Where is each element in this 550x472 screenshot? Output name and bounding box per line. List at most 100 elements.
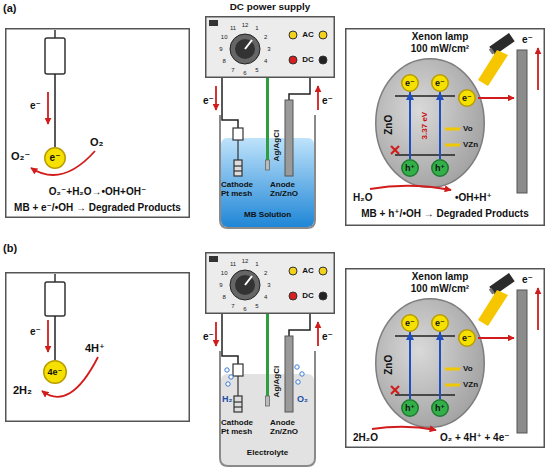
dial-number: 8 bbox=[217, 58, 231, 64]
excitation-arrow bbox=[439, 92, 441, 159]
power-supply-controls bbox=[319, 292, 327, 300]
inset-box-outline bbox=[6, 273, 190, 422]
dial-number: 9 bbox=[214, 282, 228, 288]
node-text: MB + e⁻/•OH → Degraded Products bbox=[7, 202, 188, 214]
electron-circle-outline bbox=[402, 75, 419, 92]
node-text: Cathode Pt mesh bbox=[221, 180, 263, 198]
recombination-block bbox=[391, 146, 399, 154]
node-text: Anode Zn/ZnO bbox=[270, 418, 314, 436]
photoanode-plate bbox=[517, 290, 527, 433]
cathode-electrode bbox=[45, 282, 65, 316]
zno-particle-outline bbox=[395, 394, 455, 396]
electron-circle-outline bbox=[459, 330, 476, 347]
node-text: MB + h⁺/•OH → Degraded Products bbox=[347, 208, 543, 220]
power-supply-outline bbox=[206, 17, 335, 78]
zno-particle-outline bbox=[395, 95, 455, 97]
node-text: Ag/AgCl bbox=[272, 129, 281, 161]
dial-number: 7 bbox=[226, 67, 240, 73]
inset-box-outline bbox=[346, 29, 545, 226]
inset-box: O₂⁻ O₂ O₂⁻+H₂O→•OH+OH⁻ MB + e⁻/•OH → Degrad… bbox=[5, 28, 190, 218]
gas-bubbles bbox=[229, 375, 233, 379]
inset-box-outline bbox=[6, 29, 190, 218]
carrier-symbol: e⁻ bbox=[401, 74, 419, 92]
hole-circle-outline bbox=[402, 400, 419, 417]
recombination-block bbox=[391, 386, 399, 394]
electron-circle: e⁻ bbox=[401, 74, 419, 92]
cathode-electrode bbox=[54, 74, 56, 147]
recombination-block bbox=[391, 146, 399, 154]
electron-circle: 4e⁻ bbox=[43, 360, 67, 384]
excitation-arrow bbox=[409, 332, 411, 399]
node-text: 100 mW/cm² bbox=[400, 283, 480, 295]
carrier-symbol: e⁻ bbox=[458, 329, 476, 347]
electron-flow-arrow bbox=[317, 322, 319, 346]
xenon-lamp bbox=[488, 33, 515, 56]
carrier-symbol: h⁺ bbox=[431, 399, 449, 417]
reference-wire bbox=[266, 314, 269, 354]
node-text: Electrolyte bbox=[220, 448, 315, 457]
electron-circle: e⁻ bbox=[401, 314, 419, 332]
dial-number: 12 bbox=[238, 258, 252, 264]
electron-label: e⁻ bbox=[322, 331, 333, 343]
pt-mesh-cathode bbox=[234, 396, 242, 412]
inset-box: Xenon lamp100 mW/cm²2H₂OO₂ + 4H⁺ + 4e⁻Zn… bbox=[345, 268, 545, 448]
power-supply-controls bbox=[209, 256, 327, 300]
inset-box: Xenon lamp100 mW/cm²H₂O•OH+H⁺MB + h⁺/•OH… bbox=[345, 28, 545, 226]
electron-circle-outline bbox=[402, 315, 419, 332]
electron-circle: e⁻ bbox=[431, 74, 449, 92]
wire bbox=[222, 314, 310, 364]
pt-mesh-cathode bbox=[234, 401, 242, 402]
carrier-symbol: e⁻ bbox=[401, 314, 419, 332]
reference-electrode bbox=[266, 118, 270, 170]
electron-label: e⁻ bbox=[203, 95, 214, 107]
electron-label: e⁻ bbox=[30, 326, 41, 338]
xenon-lamp bbox=[489, 33, 514, 55]
electron-flow-arrow bbox=[370, 48, 538, 190]
dial-number: 1 bbox=[250, 261, 264, 267]
carrier-symbol: e⁻ bbox=[431, 314, 449, 332]
electron-flow-arrow bbox=[478, 97, 514, 99]
electron-flow-arrow bbox=[370, 186, 451, 190]
hole-circle: h⁺ bbox=[401, 159, 419, 177]
dial-number: 4 bbox=[259, 294, 273, 300]
dial-number: 10 bbox=[217, 34, 231, 40]
pt-mesh-cathode bbox=[234, 170, 242, 171]
electron-flow-arrow bbox=[215, 322, 217, 346]
zn-zno-anode bbox=[285, 100, 293, 176]
power-supply-outline bbox=[206, 253, 335, 314]
beaker-outline bbox=[220, 351, 315, 466]
pt-mesh-cathode bbox=[233, 128, 243, 140]
electron-circle-outline bbox=[45, 148, 66, 169]
electron-label: e⁻ bbox=[522, 34, 533, 46]
wire bbox=[222, 78, 310, 128]
reference-wire bbox=[266, 78, 269, 118]
node-text: ZnO bbox=[383, 355, 395, 375]
node-text: O₂⁻ bbox=[11, 150, 30, 163]
power-supply-controls bbox=[235, 275, 255, 295]
node-text: 4H⁺ bbox=[85, 342, 105, 355]
electron-circle: e⁻ bbox=[458, 89, 476, 107]
node-text: 100 mW/cm² bbox=[400, 43, 480, 55]
carrier-symbol: 4e⁻ bbox=[43, 360, 67, 384]
node-text: O₂ bbox=[90, 136, 103, 149]
node-text: H₂O bbox=[353, 192, 372, 204]
electron-flow-arrow bbox=[215, 86, 217, 110]
electron-circle-outline bbox=[459, 90, 476, 107]
xenon-lamp bbox=[489, 273, 514, 295]
dial-number: 12 bbox=[238, 22, 252, 28]
electrolyte bbox=[221, 374, 314, 465]
power-supply-controls bbox=[319, 31, 327, 39]
photoanode-plate bbox=[517, 50, 527, 193]
recombination-block bbox=[391, 146, 399, 154]
dial-number: 6 bbox=[238, 70, 252, 76]
node-text: O₂⁻+H₂O→•OH+OH⁻ bbox=[7, 186, 188, 198]
electron-flow-arrow bbox=[317, 86, 319, 110]
power-supply-controls bbox=[209, 256, 218, 262]
carrier-symbol: e⁻ bbox=[431, 74, 449, 92]
power-supply-controls bbox=[289, 31, 297, 39]
dial-number: 2 bbox=[259, 34, 273, 40]
reference-electrode bbox=[266, 396, 270, 406]
electron-flow-arrow bbox=[47, 320, 49, 352]
node-text: Xenon lamp bbox=[400, 31, 480, 43]
